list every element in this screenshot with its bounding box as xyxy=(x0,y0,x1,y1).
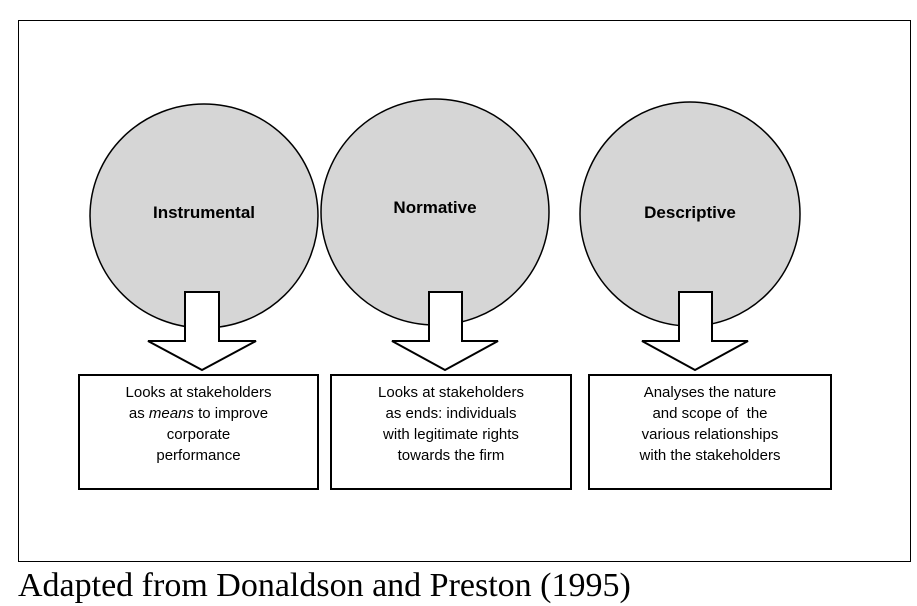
description-text: Looks at stakeholders xyxy=(378,384,524,401)
description-text: with legitimate rights xyxy=(383,426,519,443)
description-line: various relationships xyxy=(640,424,781,445)
description-text: Analyses the nature xyxy=(643,384,777,401)
description-text: performance xyxy=(156,447,241,464)
description-line: with the stakeholders xyxy=(640,445,781,466)
description-line: Analyses the nature xyxy=(640,382,781,403)
description-line: corporate xyxy=(126,424,272,445)
description-line: Looks at stakeholders xyxy=(126,382,272,403)
emphasis-text: means xyxy=(148,405,194,422)
description-text: and scope of the xyxy=(652,405,768,422)
description-text: corporate xyxy=(166,426,231,443)
description-text: as ends: individuals xyxy=(385,405,517,422)
description-text: towards the firm xyxy=(397,447,505,464)
description-line: towards the firm xyxy=(378,445,524,466)
description-line: as means to improve xyxy=(126,403,272,424)
description-text: to improve xyxy=(193,405,269,422)
description-text: as xyxy=(128,405,149,422)
description-text: various relationships xyxy=(641,426,779,443)
source-caption: Adapted from Donaldson and Preston (1995… xyxy=(18,567,631,604)
description-instrumental: Looks at stakeholders as means to improve… xyxy=(78,374,319,490)
description-descriptive: Analyses the nature and scope of the vario… xyxy=(588,374,832,490)
description-line: Looks at stakeholders xyxy=(378,382,524,403)
label-descriptive: Descriptive xyxy=(644,203,736,222)
description-line: with legitimate rights xyxy=(378,424,524,445)
arrow-down-normative xyxy=(391,291,499,372)
description-line: as ends: individuals xyxy=(378,403,524,424)
diagram-shapes xyxy=(89,98,801,372)
label-normative: Normative xyxy=(393,198,477,217)
description-text: with the stakeholders xyxy=(639,447,781,464)
description-line: and scope of the xyxy=(640,403,781,424)
description-normative: Looks at stakeholders as ends: individual… xyxy=(330,374,572,490)
label-instrumental: Instrumental xyxy=(152,203,256,222)
arrow-down-instrumental xyxy=(147,291,257,372)
description-line: performance xyxy=(126,445,272,466)
description-text: Looks at stakeholders xyxy=(125,384,272,401)
arrow-down-descriptive xyxy=(641,291,749,372)
